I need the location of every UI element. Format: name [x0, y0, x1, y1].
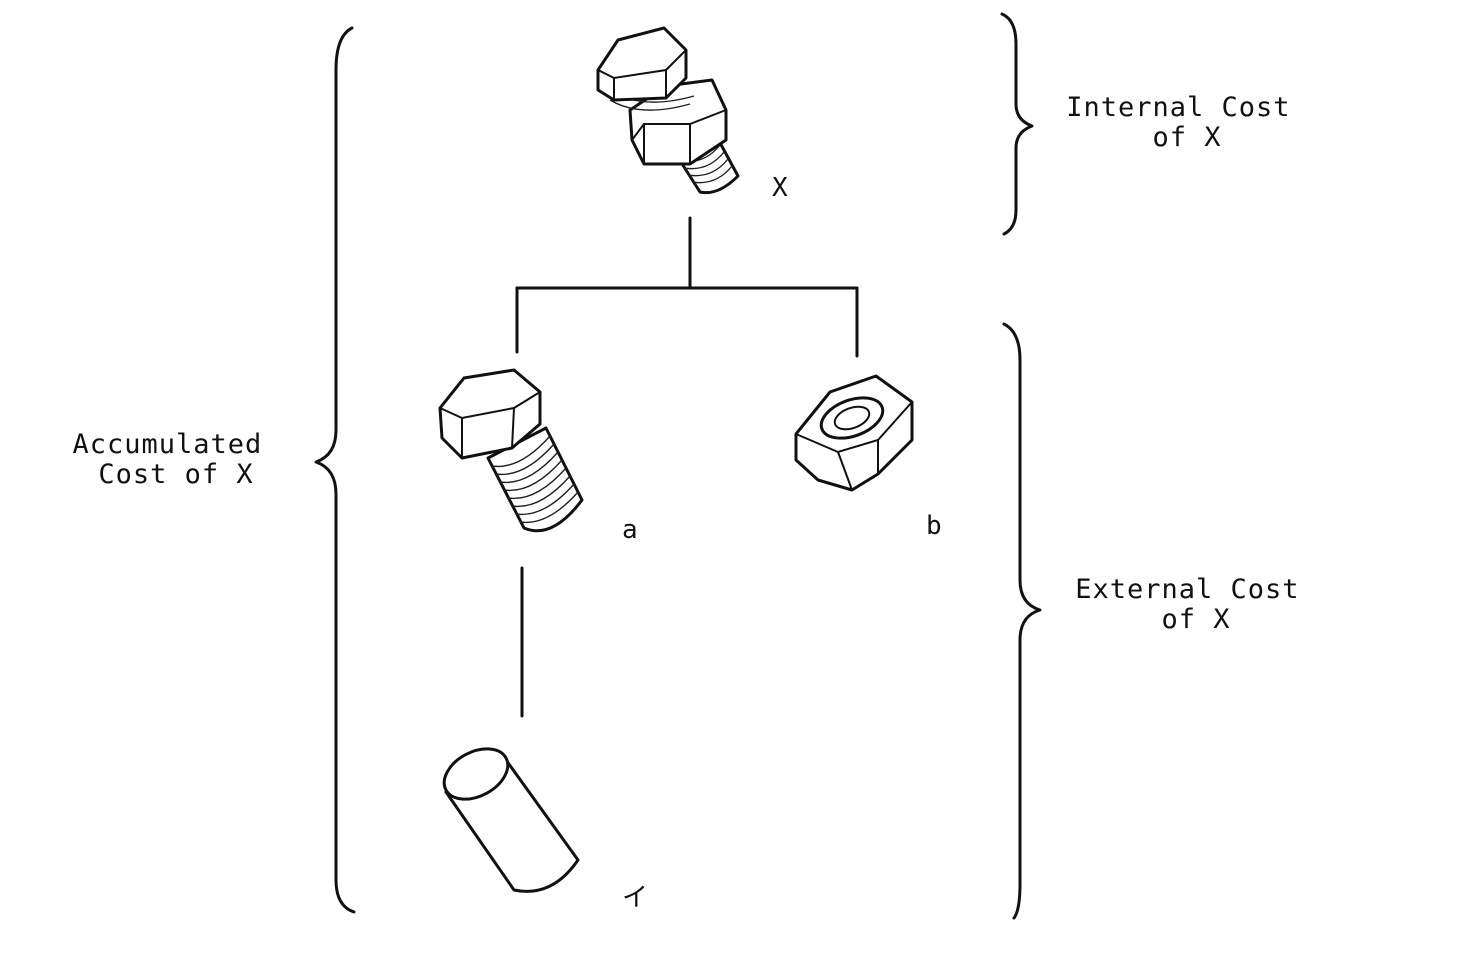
external-cost-label: External Cost of X	[1075, 574, 1317, 635]
bolt-nut-assembly-icon	[596, 26, 740, 195]
part-a-label: a	[622, 515, 638, 545]
tree-connectors	[515, 216, 859, 718]
accumulated-cost-label: Accumulated Cost of X	[72, 429, 279, 490]
part-b-label: b	[926, 511, 942, 541]
accumulated-cost-brace	[314, 26, 356, 914]
hex-bolt-icon	[438, 368, 584, 533]
hex-nut-icon	[794, 374, 914, 492]
cylinder-rod-icon	[442, 747, 580, 893]
internal-cost-brace	[1000, 12, 1034, 236]
external-cost-brace	[1002, 322, 1042, 920]
part-i-label: イ	[622, 883, 648, 913]
part-x-label: X	[772, 173, 788, 203]
internal-cost-label: Internal Cost of X	[1066, 92, 1308, 153]
